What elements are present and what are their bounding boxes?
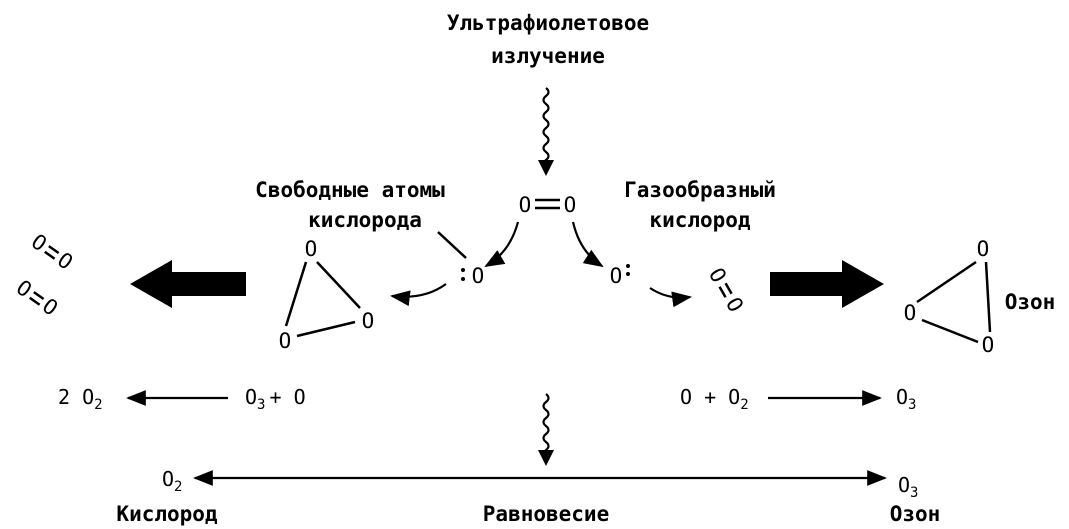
central-oxygen-molecule: O O	[519, 193, 577, 217]
reaction-left-product: 2 O2	[58, 385, 103, 413]
equilibrium-left-name: Кислород	[116, 502, 218, 526]
atom-o: O	[904, 301, 917, 325]
atom-o: O	[519, 193, 532, 217]
big-arrow-left	[130, 260, 246, 308]
oxygen-molecule: O O	[12, 275, 62, 320]
atom-to-ozone-arrow-left	[390, 283, 447, 307]
free-oxygen-atom-left: O	[461, 264, 484, 288]
atom-o: O	[472, 264, 485, 288]
uv-wavy-arrow-top	[542, 87, 550, 168]
equilibrium-right-formula: O3	[898, 473, 918, 501]
atom-o: O	[279, 329, 292, 353]
oxygen-molecule-right: O O	[704, 264, 748, 316]
free-atoms-pointer-line	[437, 231, 467, 259]
atom-o: O	[305, 237, 318, 261]
oxygen-molecules-left: O O O O	[12, 229, 77, 320]
equilibrium-right-name: Озон	[890, 502, 941, 526]
free-atoms-label-line1: Свободные атомы	[255, 178, 445, 202]
reaction-right-product: O3	[896, 385, 916, 413]
split-arrow-left	[484, 221, 520, 267]
reaction-right-reactant: O + O2	[680, 385, 749, 413]
atom-to-oxygen-arrow-right	[649, 287, 692, 308]
ozone-side-label: Озон	[1005, 290, 1056, 314]
ozone-molecule-right: O O O	[904, 237, 995, 357]
atom-o: O	[610, 264, 623, 288]
free-oxygen-atom-right: O	[610, 264, 630, 288]
split-arrow-right	[571, 221, 604, 268]
uv-label-line2: излучение	[491, 44, 605, 68]
uv-label-line1: Ультрафиолетовое	[447, 11, 649, 35]
atom-o: O	[362, 309, 375, 333]
uv-wavy-arrow-bottom	[542, 393, 550, 456]
oxygen-molecule: O O	[27, 229, 77, 274]
uv-arrow-head-top	[538, 160, 554, 176]
big-arrow-right	[770, 260, 884, 308]
uv-arrow-head-bottom	[538, 450, 554, 466]
reaction-left-reactant: O3+ O	[245, 385, 306, 413]
reaction-right: O + O2 O3	[680, 385, 916, 413]
reaction-left: 2 O2 O3+ O	[58, 385, 306, 413]
atom-o: O	[977, 237, 990, 261]
gas-oxygen-label-line2: кислород	[649, 208, 751, 232]
gas-oxygen-label-line1: Газообразный	[624, 178, 776, 202]
equilibrium-left-formula: O2	[162, 467, 182, 495]
equilibrium-center-label: Равновесие	[483, 502, 609, 526]
free-atoms-label-line2: кислорода	[308, 208, 422, 232]
atom-o: O	[982, 333, 995, 357]
ozone-molecule-left: O O O	[279, 237, 375, 353]
atom-o: O	[564, 193, 577, 217]
